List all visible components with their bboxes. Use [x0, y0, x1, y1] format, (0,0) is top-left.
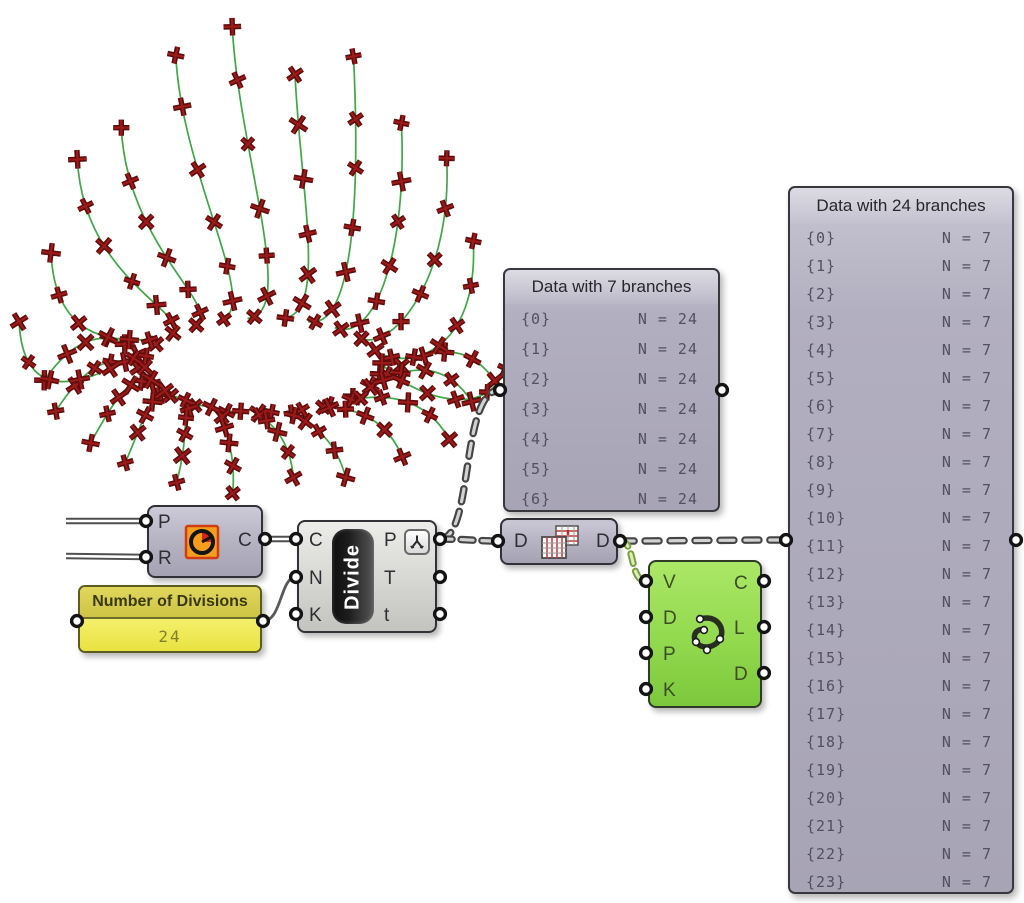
panel-7-title: Data with 7 branches: [505, 270, 718, 304]
panel-row: {4}N = 24: [521, 430, 698, 448]
wire-slider-to-divide-n[interactable]: [262, 575, 297, 623]
flip-matrix-component[interactable]: D D: [500, 518, 618, 565]
divide-label: Divide: [332, 529, 374, 624]
panel-row: {7}N = 7: [806, 425, 992, 443]
interpolate-input-vertices: V: [663, 572, 676, 593]
interpolate-component[interactable]: V D P K C L D: [648, 560, 762, 708]
interpolate-input-periodic: P: [663, 644, 676, 665]
interpolate-input-degree: D: [663, 608, 677, 629]
panel-row: {6}N = 7: [806, 397, 992, 415]
panel-7-branches[interactable]: Data with 7 branches {0}N = 24{1}N = 24{…: [503, 268, 720, 512]
panel-row: {0}N = 7: [806, 229, 992, 247]
circle-input-plane: P: [158, 512, 171, 533]
circle-input-radius: R: [158, 548, 172, 569]
interpolate-output-curve: C: [734, 573, 748, 594]
panel-24-branches[interactable]: Data with 24 branches {0}N = 7 {1}N = 7 {2…: [788, 186, 1014, 894]
panel-row: {8}N = 7: [806, 453, 992, 471]
panel-24-rows: {0}N = 7 {1}N = 7 {2}N = 7 {3}N = 7 {4}N = 7…: [790, 224, 1012, 896]
circle-icon: [184, 524, 220, 560]
flip-output-data: D: [596, 531, 610, 552]
panel-row: {3}N = 24: [521, 400, 698, 418]
slider-value[interactable]: 24: [80, 619, 260, 651]
panel-row: {9}N = 7: [806, 481, 992, 499]
panel-row: {6}N = 24: [521, 490, 698, 508]
flip-matrix-icon: [541, 525, 579, 559]
panel-row: {16}N = 7: [806, 677, 992, 695]
panel-row: {1}N = 24: [521, 340, 698, 358]
wire-into-radius-input[interactable]: [65, 552, 147, 561]
slider-title: Number of Divisions: [80, 587, 260, 619]
panel-row: {5}N = 24: [521, 460, 698, 478]
interpolate-output-domain: D: [734, 664, 748, 685]
viewport-3d-preview: [9, 17, 519, 502]
divide-component[interactable]: C N K Divide P T t: [297, 520, 437, 633]
panel-row: {23}N = 7: [806, 873, 992, 891]
panel-row: {11}N = 7: [806, 537, 992, 555]
flip-input-data: D: [514, 531, 528, 552]
panel-row: {0}N = 24: [521, 310, 698, 328]
panel-row: {22}N = 7: [806, 845, 992, 863]
panel-7-rows: {0}N = 24 {1}N = 24 {2}N = 24 {3}N = 24 {4}N…: [505, 304, 718, 514]
panel-row: {19}N = 7: [806, 761, 992, 779]
panel-row: {15}N = 7: [806, 649, 992, 667]
panel-row: {20}N = 7: [806, 789, 992, 807]
interpolate-icon: [691, 614, 725, 655]
panel-row: {2}N = 7: [806, 285, 992, 303]
graft-icon[interactable]: [404, 529, 430, 555]
divide-input-kinks: K: [309, 605, 322, 626]
divide-input-curve: C: [309, 530, 323, 551]
divide-output-params: t: [384, 605, 390, 626]
panel-row: {5}N = 7: [806, 369, 992, 387]
circle-component[interactable]: P R C: [147, 505, 263, 578]
interpolate-input-knots: K: [663, 680, 676, 701]
panel-row: {17}N = 7: [806, 705, 992, 723]
divide-output-tangents: T: [384, 568, 396, 589]
panel-row: {10}N = 7: [806, 509, 992, 527]
wire-divide-to-panel7[interactable]: [436, 386, 504, 543]
panel-row: {1}N = 7: [806, 257, 992, 275]
circle-output-circle: C: [238, 530, 252, 551]
number-of-divisions-slider[interactable]: Number of Divisions 24: [78, 585, 262, 653]
panel-row: {4}N = 7: [806, 341, 992, 359]
panel-row: {12}N = 7: [806, 565, 992, 583]
panel-row: {14}N = 7: [806, 621, 992, 639]
interpolate-output-length: L: [734, 618, 745, 639]
panel-row: {2}N = 24: [521, 370, 698, 388]
divide-input-count: N: [309, 568, 323, 589]
panel-row: {3}N = 7: [806, 313, 992, 331]
wire-flipmatrix-to-interpolate[interactable]: [616, 537, 650, 585]
divide-output-points: P: [384, 530, 397, 551]
wire-flipmatrix-to-panel24[interactable]: [616, 536, 790, 545]
panel-row: {18}N = 7: [806, 733, 992, 751]
panel-row: {21}N = 7: [806, 817, 992, 835]
panel-row: {13}N = 7: [806, 593, 992, 611]
panel-24-title: Data with 24 branches: [790, 188, 1012, 224]
wire-divide-to-flipmatrix[interactable]: [436, 535, 502, 545]
